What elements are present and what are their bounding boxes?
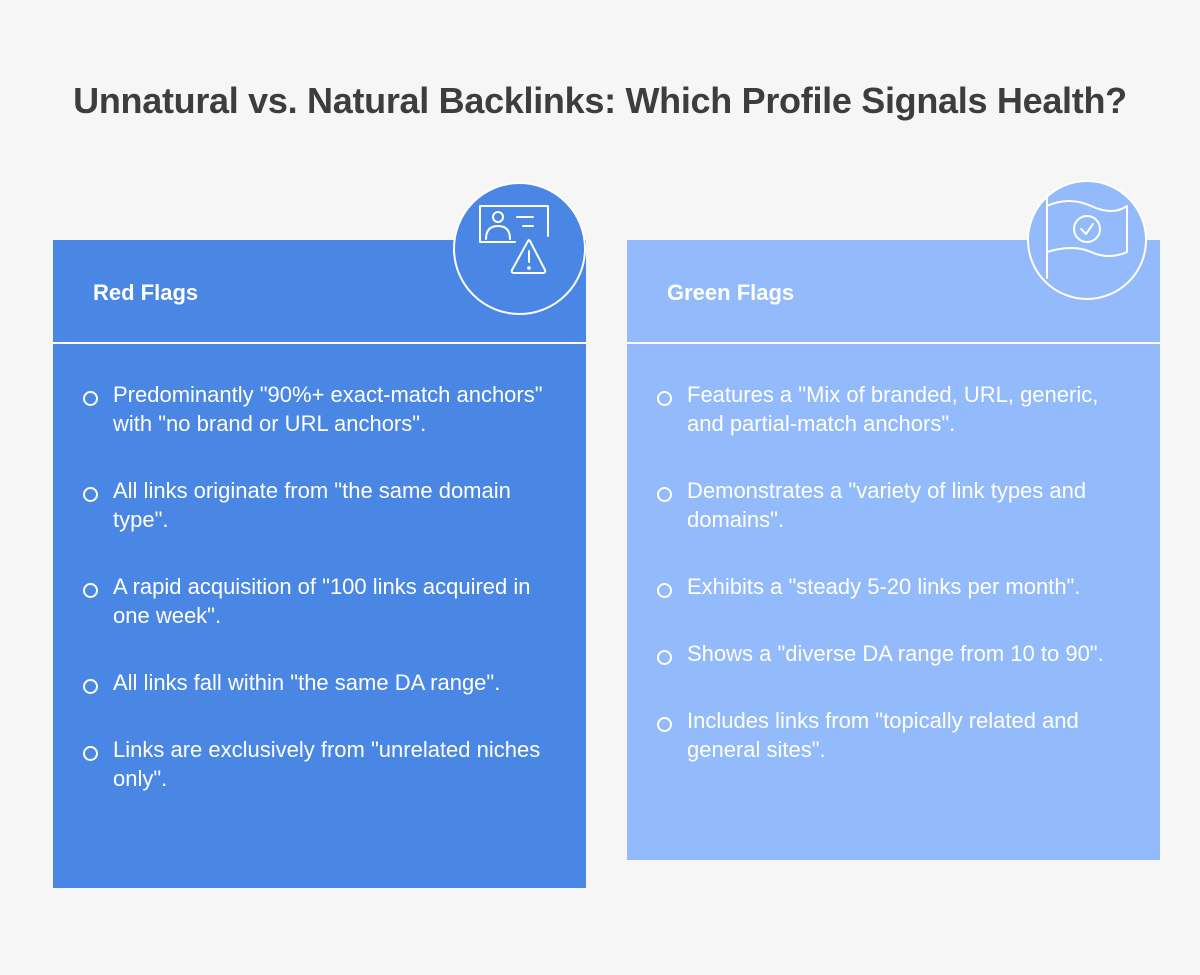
- bullet-icon: [83, 583, 98, 598]
- red-flags-list: Predominantly "90%+ exact-match anchors"…: [53, 344, 586, 793]
- bullet-icon: [657, 717, 672, 732]
- bullet-icon: [657, 487, 672, 502]
- id-card-warning-icon: [453, 182, 586, 315]
- item-text: Exhibits a "steady 5-20 links per month"…: [687, 574, 1081, 599]
- flag-check-icon: [1027, 180, 1147, 300]
- green-flags-card: Green Flags Features a "Mix of branded, …: [627, 240, 1160, 860]
- item-text: Includes links from "topically related a…: [687, 708, 1079, 762]
- list-item: Demonstrates a "variety of link types an…: [657, 476, 1120, 534]
- page-title: Unnatural vs. Natural Backlinks: Which P…: [73, 80, 1127, 121]
- item-text: Demonstrates a "variety of link types an…: [687, 478, 1087, 532]
- green-flags-header: Green Flags: [627, 240, 1160, 344]
- bullet-icon: [83, 487, 98, 502]
- list-item: Links are exclusively from "unrelated ni…: [83, 735, 546, 793]
- item-text: Predominantly "90%+ exact-match anchors"…: [113, 382, 543, 436]
- list-item: All links fall within "the same DA range…: [83, 668, 546, 697]
- list-item: A rapid acquisition of "100 links acquir…: [83, 572, 546, 630]
- green-flags-heading: Green Flags: [667, 280, 795, 305]
- item-text: All links fall within "the same DA range…: [113, 670, 501, 695]
- bullet-icon: [657, 583, 672, 598]
- bullet-icon: [83, 391, 98, 406]
- bullet-icon: [83, 679, 98, 694]
- list-item: Shows a "diverse DA range from 10 to 90"…: [657, 639, 1120, 668]
- item-text: Features a "Mix of branded, URL, generic…: [687, 382, 1099, 436]
- list-item: Predominantly "90%+ exact-match anchors"…: [83, 380, 546, 438]
- item-text: Links are exclusively from "unrelated ni…: [113, 737, 541, 791]
- red-flags-header: Red Flags: [53, 240, 586, 344]
- list-item: Exhibits a "steady 5-20 links per month"…: [657, 572, 1120, 601]
- list-item: Features a "Mix of branded, URL, generic…: [657, 380, 1120, 438]
- list-item: Includes links from "topically related a…: [657, 706, 1120, 764]
- item-text: A rapid acquisition of "100 links acquir…: [113, 574, 531, 628]
- bullet-icon: [657, 650, 672, 665]
- red-flags-card: Red Flags Predominantly "90%+ exact-matc…: [53, 240, 586, 888]
- bullet-icon: [83, 746, 98, 761]
- bullet-icon: [657, 391, 672, 406]
- red-flags-heading: Red Flags: [93, 280, 199, 305]
- item-text: All links originate from "the same domai…: [113, 478, 511, 532]
- list-item: All links originate from "the same domai…: [83, 476, 546, 534]
- green-flags-list: Features a "Mix of branded, URL, generic…: [627, 344, 1160, 764]
- item-text: Shows a "diverse DA range from 10 to 90"…: [687, 641, 1104, 666]
